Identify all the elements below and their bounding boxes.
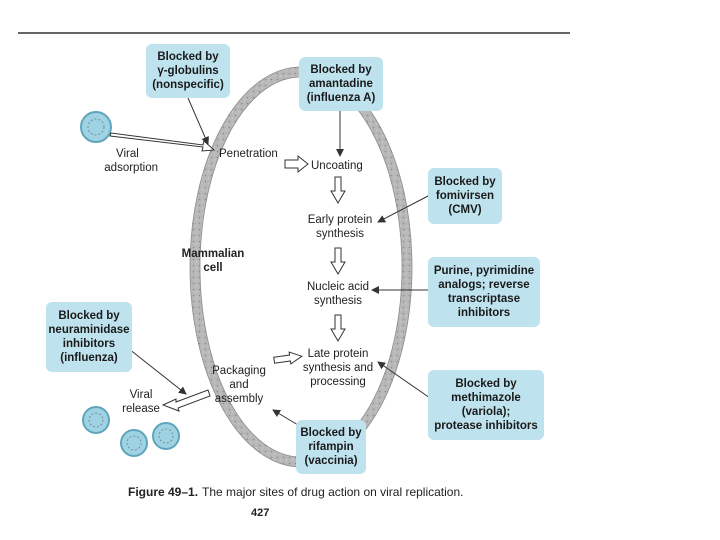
early-line-1: Early protein — [307, 214, 373, 226]
methimazole-line-4: protease inhibitors — [434, 420, 538, 432]
late-to-packaging-arrow — [273, 351, 303, 365]
packaging-line-1: Packaging — [212, 365, 266, 377]
methimazole-line-1: Blocked by — [455, 378, 517, 390]
step-adsorption: Viral adsorption — [98, 147, 158, 175]
packaging-line-2: and — [229, 379, 249, 391]
figure-caption: Figure 49–1.The major sites of drug acti… — [128, 485, 464, 499]
late-line-2: synthesis and — [302, 362, 374, 374]
step-penetration: Penetration — [219, 147, 278, 161]
globulins-box: Blocked by γ-globulins (nonspecific) — [146, 44, 230, 98]
virus-icon-adsorption — [80, 111, 112, 143]
virus-icon-release-2 — [120, 429, 148, 457]
adsorption-line-1: Viral — [116, 148, 139, 160]
page-number: 427 — [251, 507, 270, 519]
neuraminidase-box: Blocked by neuraminidase inhibitors (inf… — [46, 302, 132, 372]
fomivirsen-line-3: (CMV) — [448, 204, 482, 216]
early-line-2: synthesis — [316, 228, 364, 240]
rifampin-line-1: Blocked by — [300, 427, 362, 439]
globulins-arrow — [187, 97, 209, 145]
amantadine-line-2: amantadine — [309, 78, 373, 90]
cell-label: Mammalian cell — [178, 247, 248, 275]
methimazole-line-3: (variola); — [461, 406, 511, 418]
penetration-arrow — [284, 154, 309, 174]
methimazole-arrow — [377, 361, 431, 399]
amantadine-box: Blocked by amantadine (influenza A) — [299, 57, 383, 111]
methimazole-line-2: methimazole — [451, 392, 521, 404]
fomivirsen-arrow — [377, 194, 431, 223]
globulins-line-3: (nonspecific) — [152, 79, 224, 91]
neuraminidase-arrow — [123, 344, 187, 395]
caption-text: The major sites of drug action on viral … — [202, 485, 464, 499]
cell-label-line-1: Mammalian — [181, 248, 245, 260]
penetration-line-1: Penetration — [219, 148, 278, 160]
methimazole-box: Blocked by methimazole (variola); protea… — [428, 370, 544, 440]
rifampin-line-2: rifampin — [308, 441, 354, 453]
nucleic-line-1: Nucleic acid — [307, 281, 369, 293]
adsorption-line-2: adsorption — [104, 162, 158, 174]
step-packaging: Packaging and assembly — [206, 364, 272, 406]
fomivirsen-box: Blocked by fomivirsen (CMV) — [428, 168, 502, 224]
step-late-protein: Late protein synthesis and processing — [300, 347, 376, 389]
adsorption-arrow — [109, 132, 216, 152]
rifampin-box: Blocked by rifampin (vaccinia) — [296, 420, 366, 474]
fomivirsen-line-2: fomivirsen — [435, 190, 495, 202]
nucleic-line-2: synthesis — [314, 295, 362, 307]
purine-box: Purine, pyrimidine analogs; reverse tran… — [428, 257, 540, 327]
purine-line-1: Purine, pyrimidine — [433, 265, 535, 277]
release-line-2: release — [122, 403, 160, 415]
release-arrow — [161, 389, 211, 412]
uncoating-line-1: Uncoating — [311, 160, 363, 172]
release-line-1: Viral — [129, 389, 153, 401]
globulins-line-1: Blocked by — [157, 51, 219, 63]
virus-icon-release-1 — [82, 406, 110, 434]
cell-label-line-2: cell — [203, 262, 223, 274]
down-arrow-2 — [330, 247, 346, 275]
amantadine-line-1: Blocked by — [310, 64, 372, 76]
step-release: Viral release — [116, 388, 166, 416]
down-arrow-3 — [330, 314, 346, 342]
figure-number: Figure 49–1. — [128, 485, 199, 499]
fomivirsen-line-1: Blocked by — [434, 176, 496, 188]
step-uncoating: Uncoating — [311, 159, 363, 173]
virus-icon-release-3 — [152, 422, 180, 450]
down-arrow-1 — [330, 176, 346, 204]
purine-line-2: analogs; reverse — [438, 279, 530, 291]
neuraminidase-line-4: (influenza) — [60, 352, 118, 364]
rifampin-line-3: (vaccinia) — [304, 455, 358, 467]
purine-line-4: inhibitors — [457, 307, 511, 319]
purine-line-3: transcriptase — [447, 293, 521, 305]
step-nucleic-acid: Nucleic acid synthesis — [302, 280, 374, 308]
neuraminidase-line-1: Blocked by — [58, 310, 120, 322]
packaging-line-3: assembly — [214, 393, 264, 405]
late-line-3: processing — [310, 376, 366, 388]
neuraminidase-line-2: neuraminidase — [48, 324, 130, 336]
neuraminidase-line-3: inhibitors — [62, 338, 116, 350]
step-early-protein: Early protein synthesis — [304, 213, 376, 241]
amantadine-line-3: (influenza A) — [306, 92, 376, 104]
globulins-line-2: γ-globulins — [157, 65, 219, 77]
late-line-1: Late protein — [307, 348, 369, 360]
